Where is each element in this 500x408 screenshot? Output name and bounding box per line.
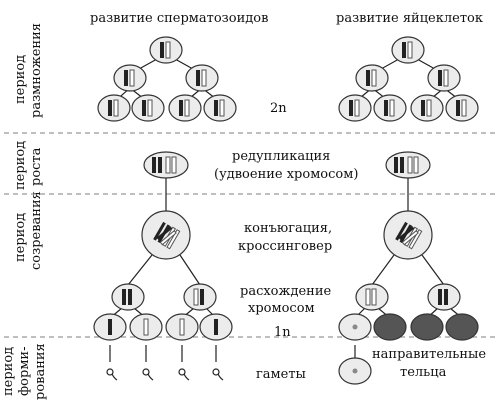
replication-label-2: (удвоение хромосом) — [214, 167, 358, 182]
svg-text:период: период — [13, 55, 28, 104]
egg-meiosis-tree — [338, 254, 479, 341]
cell — [183, 283, 217, 311]
cell — [445, 94, 479, 122]
ploidy-1n-label: 1n — [274, 325, 291, 340]
sperm-icon — [212, 368, 224, 381]
period-growth-label: период роста — [13, 141, 44, 190]
polar-bodies-label-1: направительные — [372, 347, 486, 362]
polar-body — [445, 313, 479, 341]
sperm-icon — [178, 368, 190, 381]
period-maturation-label: период созревания — [13, 191, 44, 270]
cell — [93, 313, 127, 341]
svg-text:форми-: форми- — [17, 347, 32, 397]
svg-text:период: период — [13, 213, 28, 262]
sperm-tetrad-cell — [141, 210, 191, 260]
sperm-gametes — [106, 345, 224, 381]
cell — [391, 36, 425, 64]
period-reproduction-label: период размножения — [13, 23, 44, 118]
svg-text:роста: роста — [29, 147, 44, 186]
cell — [185, 64, 219, 92]
cell — [355, 64, 389, 92]
divergence-label-1: расхождение — [240, 284, 331, 299]
cell — [199, 313, 233, 341]
cell — [168, 94, 202, 122]
polar-body — [410, 313, 444, 341]
svg-text:период: период — [1, 347, 16, 396]
svg-text:созревания: созревания — [29, 191, 44, 270]
svg-text:размножения: размножения — [29, 23, 44, 118]
egg-cell — [338, 313, 372, 341]
egg-gamete — [338, 345, 372, 385]
cell — [97, 94, 131, 122]
ploidy-2n-label: 2n — [270, 101, 287, 116]
conjugation-label-1: конъюгация, — [244, 221, 332, 236]
cell — [427, 283, 461, 311]
cell — [203, 94, 237, 122]
cell — [149, 36, 183, 64]
cell — [410, 94, 444, 122]
cell — [338, 94, 372, 122]
sperm-icon — [106, 368, 118, 381]
egg-reproduction-tree — [338, 36, 479, 122]
egg-header: развитие яйцеклеток — [336, 11, 483, 26]
conjugation-label-2: кроссинговер — [238, 239, 332, 254]
sperm-meiosis-tree — [93, 254, 233, 341]
cell — [355, 283, 389, 311]
svg-text:период: период — [13, 141, 28, 190]
cell — [165, 313, 199, 341]
svg-text:рования: рования — [33, 343, 48, 400]
sperm-growth-cell — [143, 151, 189, 212]
cell — [373, 94, 407, 122]
cell — [131, 94, 165, 122]
gametes-label: гаметы — [256, 367, 306, 382]
replication-label-1: редупликация — [232, 149, 330, 164]
divergence-label-2: хромосом — [248, 301, 315, 316]
cell — [111, 283, 145, 311]
sperm-reproduction-tree — [97, 36, 237, 122]
sperm-header: развитие сперматозоидов — [90, 11, 268, 26]
period-formation-label: период форми- рования — [1, 343, 48, 400]
sperm-icon — [142, 368, 154, 381]
polar-bodies-label-2: тельца — [400, 365, 447, 380]
polar-body — [373, 313, 407, 341]
egg-tetrad-cell — [383, 210, 433, 260]
cell — [427, 64, 461, 92]
egg-growth-cell — [385, 151, 431, 212]
cell — [129, 313, 163, 341]
cell — [113, 64, 147, 92]
